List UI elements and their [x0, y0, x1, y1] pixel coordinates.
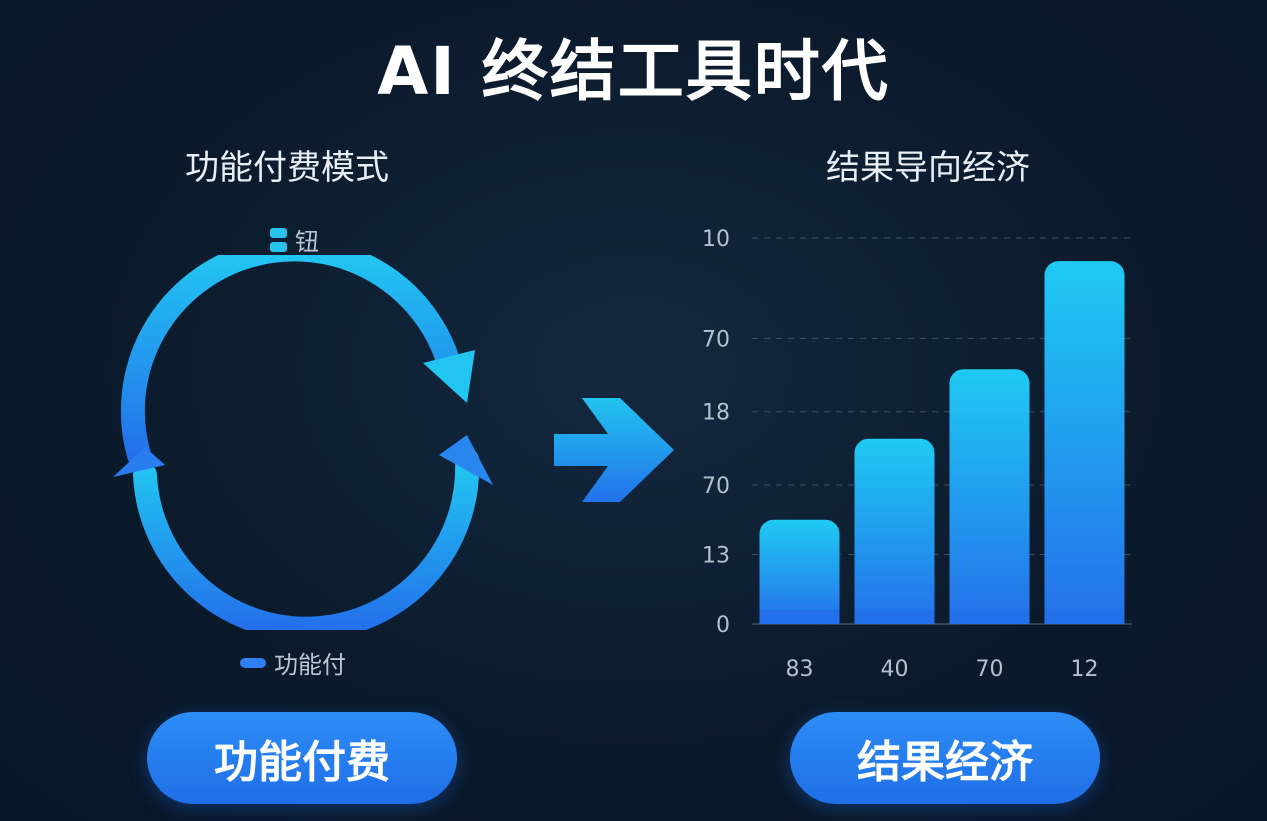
- feature-pay-button[interactable]: 功能付费: [147, 712, 457, 804]
- arrow-right-icon: [554, 398, 674, 502]
- y-tick-label: 70: [702, 327, 730, 352]
- bar-base: [949, 610, 1030, 624]
- legend-top-label: 钮: [295, 228, 319, 256]
- x-tick-label: 83: [786, 657, 814, 682]
- result-economy-button[interactable]: 结果经济: [790, 712, 1100, 804]
- legend-top: 钮: [270, 222, 319, 257]
- x-tick-label: 40: [881, 657, 909, 682]
- bar-chart: 10 70 18 70 13 0 83 40 70 12: [702, 227, 1132, 682]
- bar: [949, 369, 1030, 624]
- bar-base: [1044, 610, 1125, 624]
- bar-base: [854, 610, 935, 624]
- y-tick-label: 0: [716, 613, 730, 638]
- y-tick-label: 70: [702, 474, 730, 499]
- legend-bottom-label: 功能付: [274, 651, 346, 679]
- bar: [1044, 261, 1125, 624]
- legend-swatch-icon: [270, 227, 287, 252]
- bar: [759, 519, 840, 624]
- y-tick-label: 18: [702, 401, 730, 426]
- y-tick-label: 10: [702, 227, 730, 252]
- y-tick-label: 13: [702, 544, 730, 569]
- x-tick-label: 12: [1071, 657, 1099, 682]
- bar-base: [759, 610, 840, 624]
- cycle-arrows-icon: [113, 255, 493, 630]
- legend-bar-icon: [240, 657, 266, 668]
- page-title: AI 终结工具时代: [377, 33, 890, 110]
- x-tick-label: 70: [976, 657, 1004, 682]
- left-section-title: 功能付费模式: [185, 148, 389, 188]
- legend-bottom: 功能付: [240, 645, 346, 680]
- bar: [854, 438, 935, 624]
- right-section-title: 结果导向经济: [826, 148, 1030, 188]
